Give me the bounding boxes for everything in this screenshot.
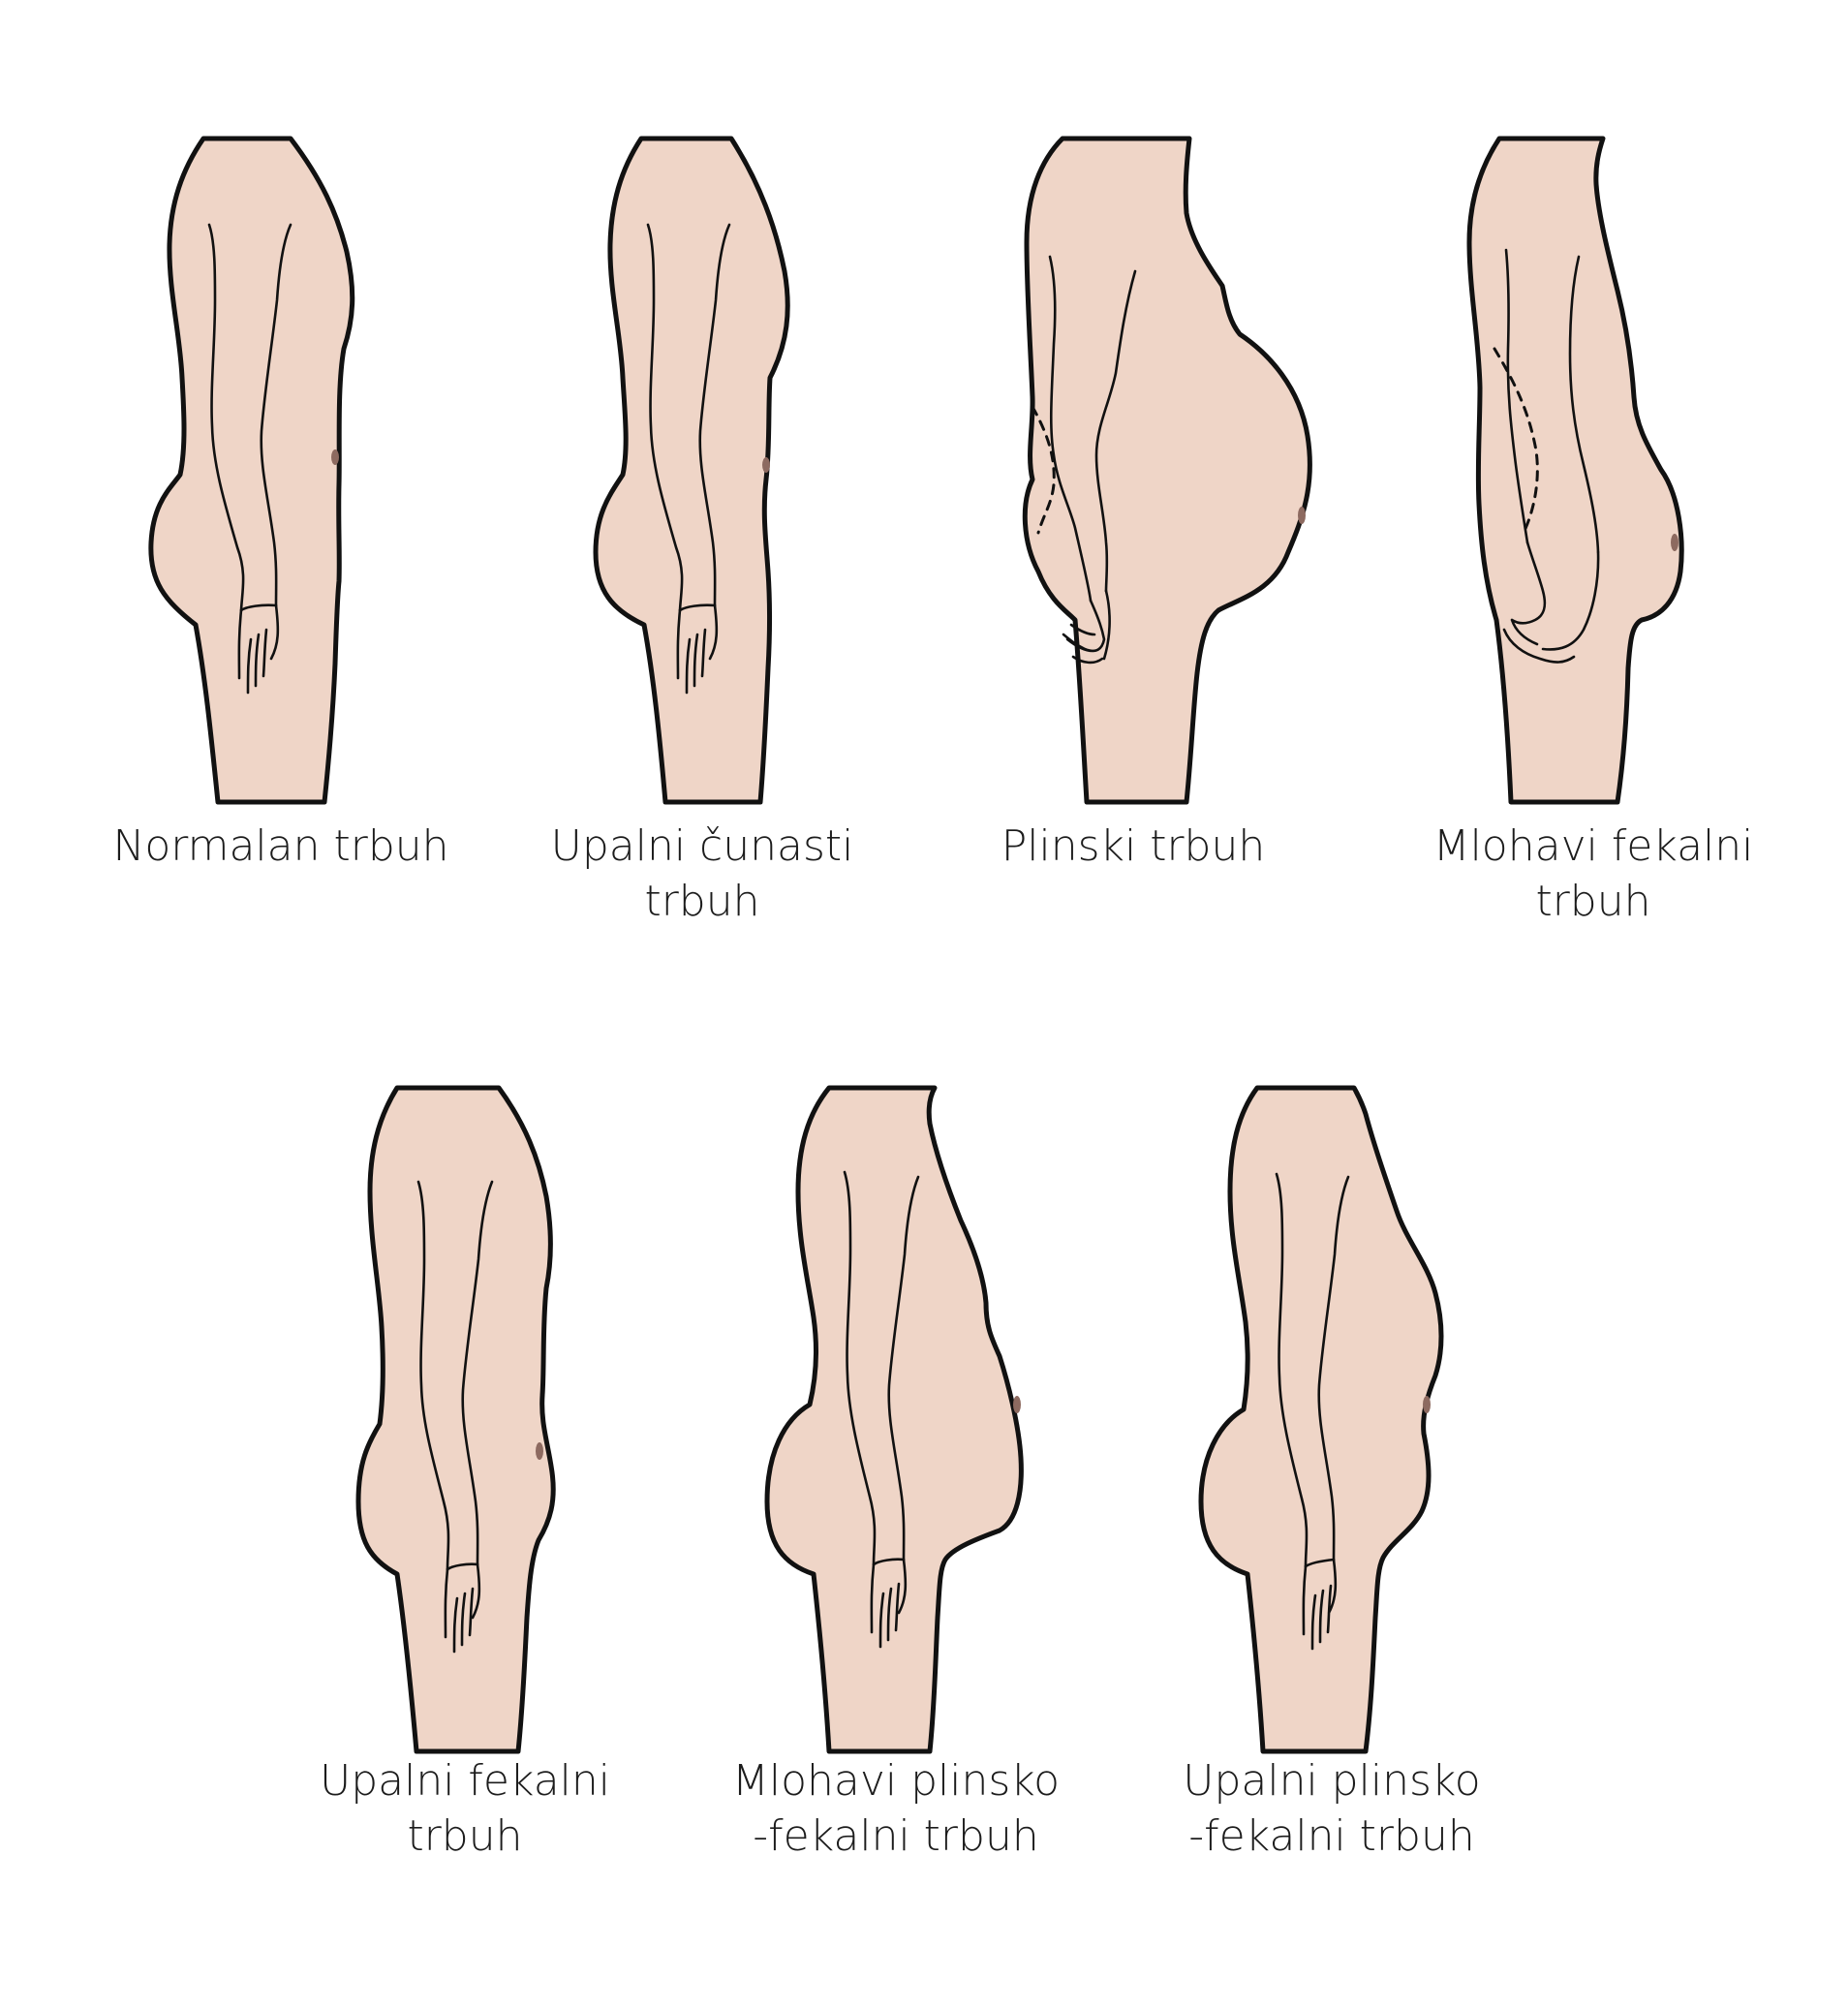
caption-upalni-cunasti: Upalni čunasti trbuh [489,819,915,929]
body-silhouette-plinski [1022,136,1312,805]
caption-line-1: Mlohavi plinsko [731,1756,1061,1806]
caption-upalni-fekalni: Upalni fekalni trbuh [252,1753,678,1864]
figure-normal [97,136,465,805]
body-silhouette-upalni-plinsko-fekalni [1198,1085,1444,1754]
figure-upalni-plinsko-fekalni [1191,1085,1559,1754]
body-silhouette-mlohavi-plinsko-fekalni [764,1085,1024,1754]
caption-line-2: trbuh [407,1811,523,1861]
figure-upalni-fekalni [310,1085,678,1754]
caption-normal: Normalan trbuh [68,819,494,874]
figure-mlohavi-plinsko-fekalni [746,1085,1114,1754]
caption-line-1: Normalan trbuh [112,821,449,871]
body-silhouette-normal [148,136,355,805]
caption-line-1: Upalni fekalni [320,1756,610,1806]
body-silhouette-mlohavi-fekalni [1466,136,1684,805]
caption-mlohavi-fekalni: Mlohavi fekalni trbuh [1380,819,1806,929]
caption-plinski: Plinski trbuh [920,819,1346,874]
figure-mlohavi-fekalni [1419,136,1787,805]
caption-mlohavi-plinsko-fekalni: Mlohavi plinsko -fekalni trbuh [683,1753,1109,1864]
caption-upalni-plinsko-fekalni: Upalni plinsko -fekalni trbuh [1119,1753,1545,1864]
caption-line-1: Mlohavi fekalni [1432,821,1754,871]
caption-line-2: trbuh [1535,877,1651,926]
caption-line-2: -fekalni trbuh [753,1811,1039,1861]
caption-line-1: Plinski trbuh [1001,821,1266,871]
body-silhouette-upalni-cunasti [593,136,790,805]
body-silhouette-upalni-fekalni [355,1085,556,1754]
figure-plinski [988,136,1356,805]
caption-line-1: Upalni čunasti [550,821,854,871]
caption-line-2: trbuh [644,877,760,926]
caption-line-1: Upalni plinsko [1183,1756,1481,1806]
caption-line-2: -fekalni trbuh [1188,1811,1475,1861]
figure-upalni-cunasti [538,136,906,805]
